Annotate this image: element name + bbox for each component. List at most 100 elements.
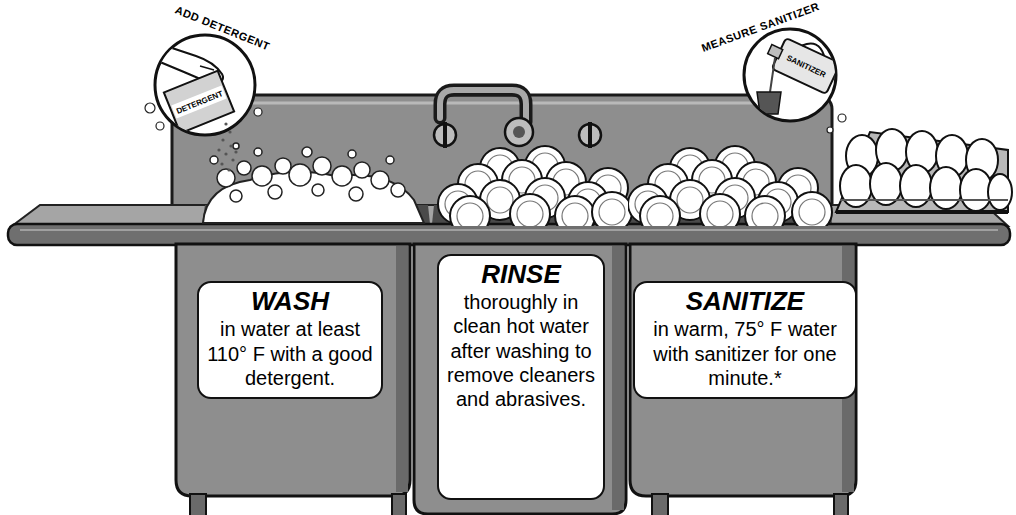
detergent-inset xyxy=(155,35,255,135)
sanitizer-inset xyxy=(768,45,783,59)
soap-suds xyxy=(252,166,272,186)
faucet xyxy=(505,118,533,146)
dish-stack xyxy=(438,146,632,226)
detergent-inset xyxy=(164,71,234,134)
sanitizer-inset xyxy=(770,58,775,92)
sink-basin xyxy=(630,244,856,496)
detergent-inset xyxy=(234,150,237,153)
detergent-inset xyxy=(160,44,234,133)
drying-rack xyxy=(930,167,962,209)
inset-caption: ADD DETERGENT xyxy=(173,3,271,52)
detergent-inset xyxy=(220,162,223,165)
drying-rack xyxy=(836,132,1008,212)
sink-leg xyxy=(392,494,406,515)
inset-caption: MEASURE SANITIZER xyxy=(699,0,820,54)
soap-suds xyxy=(302,147,312,157)
dish-stack xyxy=(510,194,550,226)
soap-suds xyxy=(354,162,370,178)
step-instruction: in water at least 110° F with a good det… xyxy=(207,317,373,390)
sanitizer-inset xyxy=(744,28,846,133)
step-instruction: in warm, 75° F water with sanitizer for … xyxy=(643,317,847,390)
soap-suds xyxy=(371,171,389,189)
soap-suds xyxy=(391,183,405,197)
dish-stack xyxy=(792,192,832,226)
detergent-inset xyxy=(254,108,262,116)
sink-leg xyxy=(652,494,668,515)
soap-suds xyxy=(313,157,331,175)
soap-suds xyxy=(203,143,424,223)
drying-rack xyxy=(988,174,1012,210)
sanitizer-inset xyxy=(827,114,846,133)
sink-leg xyxy=(834,494,848,515)
step-heading: RINSE xyxy=(447,260,595,290)
sanitizer-inset xyxy=(838,114,846,122)
sink-leg xyxy=(190,494,206,515)
soap-suds xyxy=(233,143,239,149)
drying-rack xyxy=(840,199,1008,201)
dish-stack xyxy=(555,196,595,226)
detergent-inset xyxy=(221,138,224,141)
dish-stack xyxy=(700,194,740,226)
detergent-inset xyxy=(227,168,230,171)
detergent-inset xyxy=(145,103,155,113)
faucet xyxy=(440,90,526,122)
detergent-inset xyxy=(231,158,234,161)
dish-stack xyxy=(745,196,785,226)
soap-suds xyxy=(332,166,352,186)
sanitizer-inset xyxy=(763,28,844,94)
detergent-inset xyxy=(228,130,231,133)
soap-suds xyxy=(237,161,251,175)
step-instruction: thoroughly in clean hot water after wash… xyxy=(447,290,595,412)
soap-suds xyxy=(312,184,324,196)
soap-suds xyxy=(230,190,242,202)
faucet xyxy=(440,90,526,122)
step-box: WASHin water at least 110° F with a good… xyxy=(197,281,383,398)
faucet xyxy=(513,126,525,138)
detergent-inset xyxy=(164,71,234,134)
detergent-inset xyxy=(156,122,164,130)
soap-suds xyxy=(268,185,282,199)
detergent-inset xyxy=(229,144,232,147)
detergent-inset xyxy=(217,122,237,171)
counter-top xyxy=(20,229,998,231)
soap-suds xyxy=(217,169,235,187)
sink-basin xyxy=(176,244,856,514)
sanitizer-inset xyxy=(827,127,833,133)
backsplash xyxy=(186,102,818,105)
detergent-inset xyxy=(145,35,262,172)
detergent-inset xyxy=(145,103,262,130)
sanitizer-inset xyxy=(772,38,841,94)
soap-suds xyxy=(386,156,394,164)
faucet xyxy=(588,122,592,148)
soap-suds xyxy=(348,150,356,158)
sanitizer-inset xyxy=(802,40,826,56)
soap-suds xyxy=(254,148,262,156)
soap-suds xyxy=(349,187,363,201)
drying-rack xyxy=(840,129,1012,211)
detergent-inset xyxy=(171,85,226,118)
dish-stack xyxy=(592,192,632,226)
step-heading: SANITIZE xyxy=(643,287,847,317)
faucet xyxy=(434,90,601,148)
sanitizer-inset xyxy=(757,92,781,114)
sink-basin xyxy=(414,244,626,514)
soap-suds xyxy=(289,164,311,186)
soap-suds xyxy=(210,156,218,164)
dish-stack xyxy=(640,196,680,226)
detergent-inset xyxy=(224,122,227,125)
soap-suds xyxy=(275,158,291,174)
step-box: RINSEthoroughly in clean hot water after… xyxy=(437,254,605,500)
detergent-inset xyxy=(224,152,227,155)
drying-rack xyxy=(836,210,1008,214)
dish-stack xyxy=(450,196,490,226)
packet-label: DETERGENT xyxy=(175,89,224,116)
soap-suds xyxy=(203,172,424,223)
soap-suds xyxy=(210,143,405,202)
detergent-inset xyxy=(200,66,214,70)
detergent-inset xyxy=(217,148,220,151)
counter-top xyxy=(8,224,1010,245)
drying-rack xyxy=(836,129,1012,212)
dish-stack xyxy=(628,146,832,226)
sanitizer-inset xyxy=(757,28,843,114)
